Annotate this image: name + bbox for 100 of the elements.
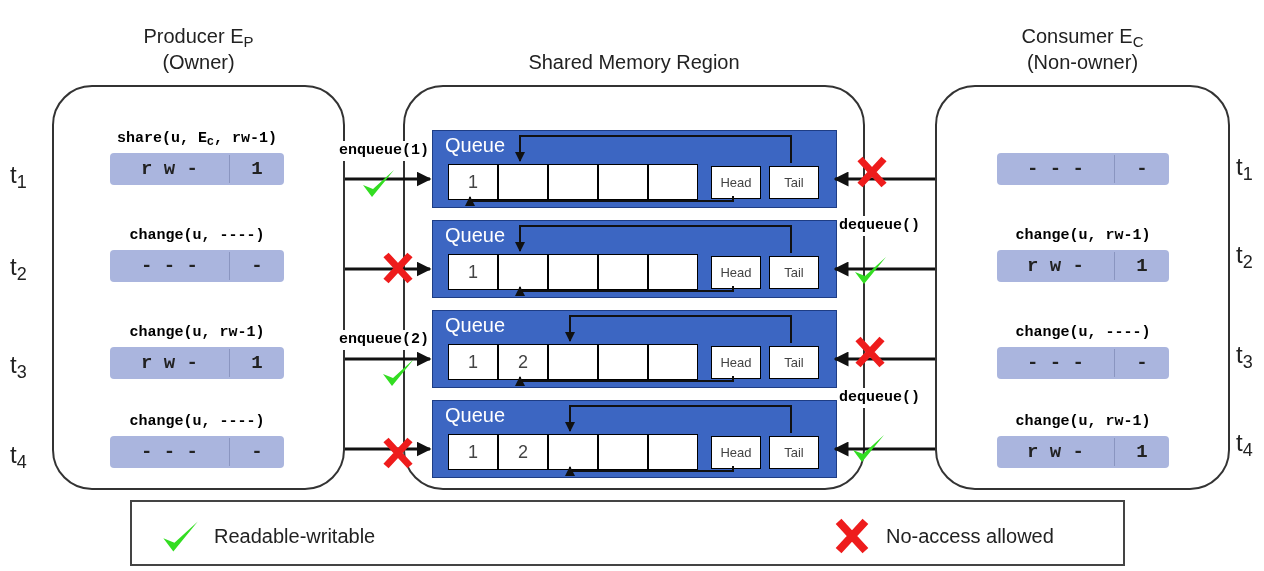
permission-bits: r w -	[110, 154, 230, 184]
arrow	[345, 351, 432, 367]
edge-label: enqueue(2)	[338, 330, 430, 350]
arrow	[565, 315, 792, 344]
function-call: change(u, ----)	[129, 228, 265, 243]
queue-slot	[448, 164, 498, 200]
arrow	[515, 135, 792, 164]
time-label: t$_{2}$	[1236, 240, 1253, 270]
queue-slot	[498, 344, 548, 380]
slot-value: 1	[468, 440, 478, 464]
queue-title: Queue	[445, 133, 506, 158]
permission-count: -	[250, 439, 264, 465]
arrow	[345, 441, 432, 457]
slot-value: 1	[468, 260, 478, 284]
permission-count: -	[1135, 156, 1149, 182]
queue-slot	[648, 254, 698, 290]
pointer-box	[711, 436, 761, 469]
permission-count: 1	[250, 156, 264, 182]
edge-label: dequeue()	[838, 216, 921, 236]
permission-bits: - - -	[997, 154, 1115, 184]
arrow	[565, 465, 734, 476]
queue-slot	[598, 344, 648, 380]
queue-slot	[548, 254, 598, 290]
slot-value: 2	[518, 350, 528, 374]
function-call: change(u, rw-1)	[129, 325, 265, 340]
legend-label: Readable-writable	[214, 524, 376, 549]
edge-label: enqueue(1)	[338, 141, 430, 161]
permission-bits: r w -	[997, 437, 1115, 467]
slot-value: 1	[468, 170, 478, 194]
queue-slot	[648, 434, 698, 470]
pointer-label: Tail	[784, 173, 804, 192]
queue-title: Queue	[445, 403, 506, 428]
queue-slot	[448, 434, 498, 470]
pointer-box	[711, 256, 761, 289]
function-call: change(u, rw-1)	[1015, 228, 1151, 243]
pointer-label: Head	[720, 353, 752, 372]
pointer-label: Tail	[784, 263, 804, 282]
queue-slot	[598, 434, 648, 470]
pointer-box	[769, 346, 819, 379]
queue-slot	[498, 254, 548, 290]
time-label: t$_{3}$	[10, 350, 27, 380]
queue-title: Queue	[445, 313, 506, 338]
queue-slot	[448, 254, 498, 290]
arrow	[565, 405, 792, 434]
pointer-label: Tail	[784, 443, 804, 462]
queue-slot	[548, 434, 598, 470]
time-label: t$_{1}$	[1236, 152, 1253, 182]
slot-value: 1	[468, 350, 478, 374]
arrow	[833, 351, 935, 367]
arrow	[465, 195, 734, 206]
function-call: change(u, rw-1)	[1015, 414, 1151, 429]
queue-box	[432, 310, 837, 388]
function-call: share(u, E$_{C}$, rw-1)	[117, 131, 277, 146]
permission-bits: - - -	[110, 437, 230, 467]
permission-bits: r w -	[997, 251, 1115, 281]
queue-title: Queue	[445, 223, 506, 248]
pointer-box	[711, 166, 761, 199]
pointer-box	[769, 166, 819, 199]
permission-bits: - - -	[110, 251, 230, 281]
legend-label: No-access allowed	[886, 524, 1054, 549]
pointer-box	[711, 346, 761, 379]
time-label: t$_{4}$	[1236, 428, 1253, 458]
pointer-label: Tail	[784, 353, 804, 372]
queue-box	[432, 400, 837, 478]
queue-slot	[498, 434, 548, 470]
edge-label: dequeue()	[838, 388, 921, 408]
queue-slot	[648, 344, 698, 380]
queue-box	[432, 130, 837, 208]
function-call: change(u, ----)	[1015, 325, 1151, 340]
time-label: t$_{4}$	[10, 440, 27, 470]
pointer-label: Head	[720, 443, 752, 462]
arrow	[833, 441, 935, 457]
time-label: t$_{3}$	[1236, 340, 1253, 370]
arrow	[345, 261, 432, 277]
queue-slot	[598, 164, 648, 200]
queue-slot	[498, 164, 548, 200]
slot-value: 2	[518, 440, 528, 464]
permission-bits: r w -	[110, 348, 230, 378]
queue-slot	[598, 254, 648, 290]
arrow	[833, 171, 935, 187]
arrow	[833, 261, 935, 277]
queue-slot	[648, 164, 698, 200]
permission-box	[997, 153, 1169, 185]
time-label: t$_{2}$	[10, 252, 27, 282]
arrow	[515, 285, 734, 296]
pointer-box	[769, 436, 819, 469]
arrow	[345, 171, 432, 187]
panel-heading: Shared Memory Region	[527, 50, 741, 75]
pointer-label: Head	[720, 263, 752, 282]
permission-count: -	[250, 253, 264, 279]
permission-count: 1	[250, 350, 264, 376]
queue-slot	[448, 344, 498, 380]
queue-box	[432, 220, 837, 298]
permission-count: 1	[1135, 439, 1149, 465]
arrow	[515, 225, 792, 254]
panel-heading: Consumer E$_{C}$ (Non-owner)	[1020, 24, 1145, 75]
queue-slot	[548, 164, 598, 200]
pointer-box	[769, 256, 819, 289]
arrow	[515, 375, 734, 386]
permission-bits: - - -	[997, 348, 1115, 378]
